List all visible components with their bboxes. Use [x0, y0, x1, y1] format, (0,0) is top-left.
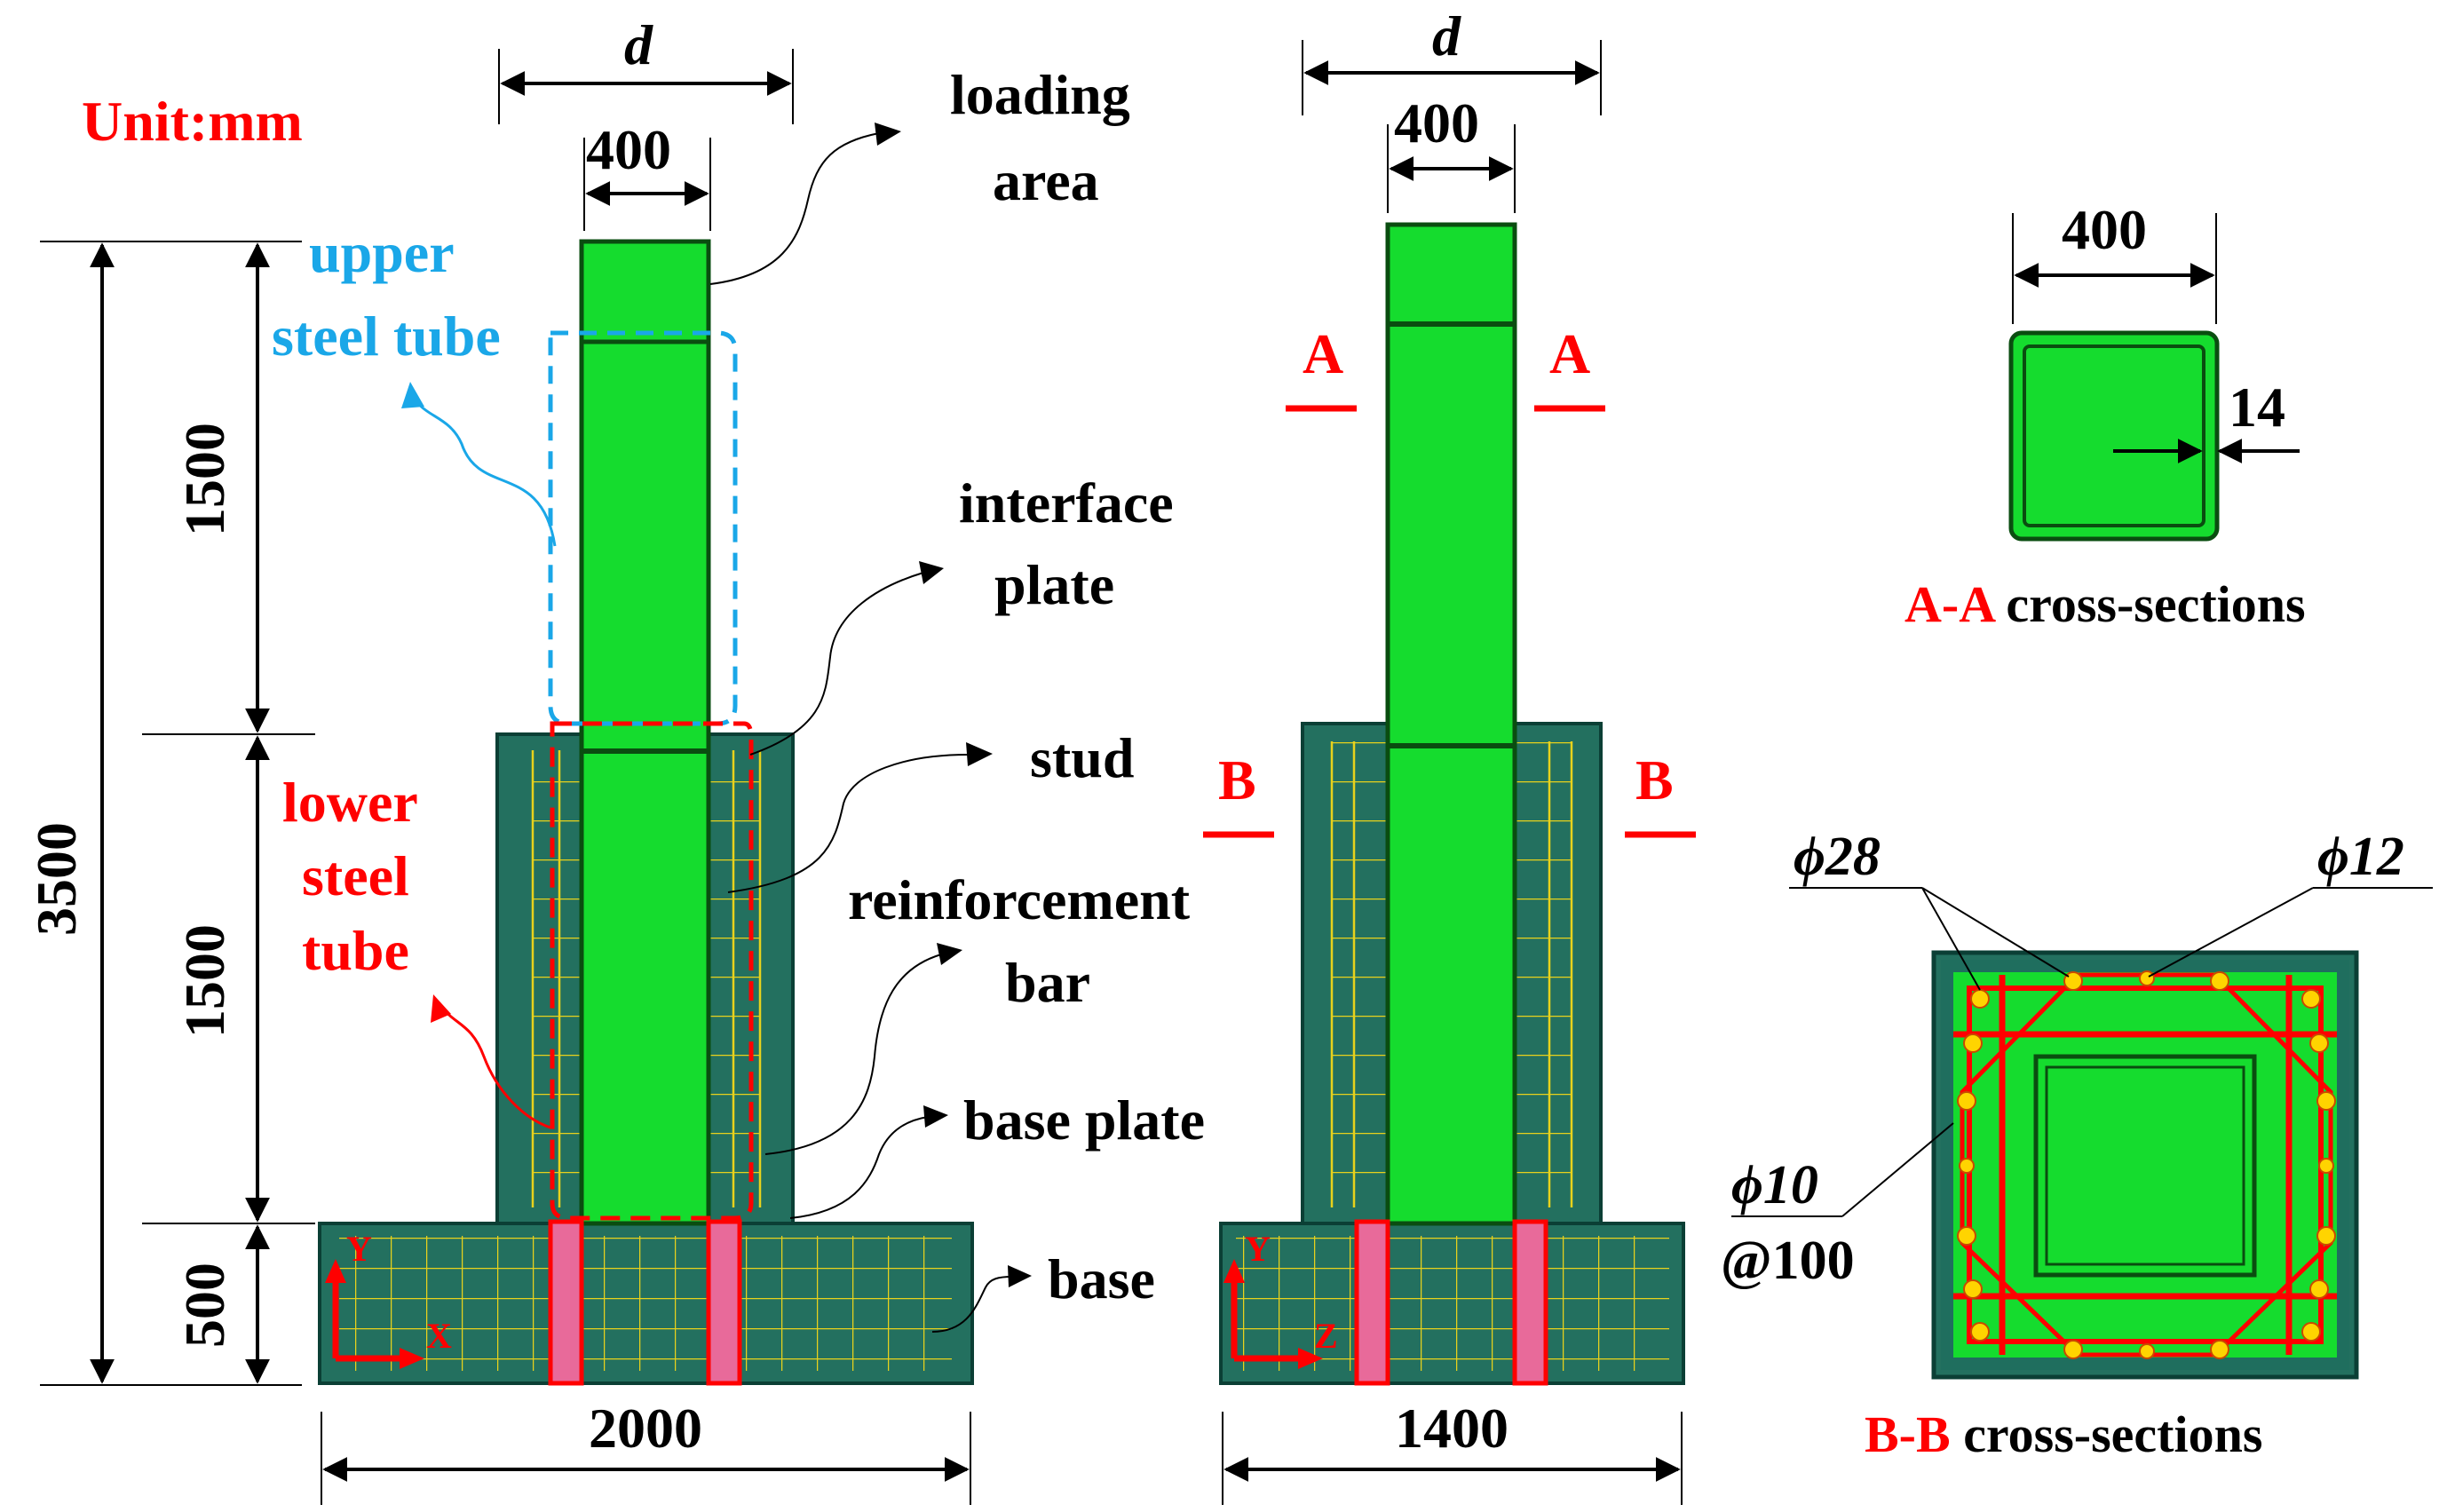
upper-tube-label-1: upper: [309, 221, 455, 284]
anchor-plate-left: [548, 1219, 584, 1386]
base-plate-label: base plate: [963, 1088, 1205, 1152]
loading-area-label-1: loading: [950, 63, 1130, 126]
dim-tube-zy: 400: [1394, 91, 1479, 154]
section-a-left: A: [1303, 322, 1343, 385]
interface-plate-label-1: interface: [959, 471, 1174, 534]
dim-tube-xy: 400: [586, 118, 671, 181]
lower-tube-outline: [550, 721, 754, 1221]
axis-z-label: Z: [1314, 1316, 1338, 1356]
base-rebar-grid: [339, 1236, 952, 1371]
axis-x-label: X: [426, 1316, 452, 1356]
section-a-right: A: [1549, 322, 1590, 385]
dim-d-xy: d: [624, 13, 653, 76]
dim-base: 500: [173, 1263, 236, 1348]
upper-tube-outline: [548, 330, 738, 726]
dim-aa-thickness: 14: [2229, 376, 2285, 439]
steel-tube-zy: [1385, 222, 1517, 1226]
elevation-zy: Y Z A A B B: [1203, 222, 1696, 1386]
unit-note: Unit:mm: [82, 90, 303, 153]
elevation-xy: Y X: [318, 239, 974, 1386]
dim-width-zy: 1400: [1395, 1397, 1509, 1460]
lower-tube-label-3: tube: [302, 919, 409, 982]
section-aa: 400 14 A-A cross-sections: [1904, 198, 2306, 633]
upper-tube-label-2: steel tube: [272, 305, 501, 368]
lower-tube-label-2: steel: [302, 844, 409, 907]
axis-xy: Y X: [325, 1229, 452, 1369]
elevation-zy-dimensions: d 400 1400: [1222, 4, 1683, 1505]
axis-y-label: Y: [346, 1229, 372, 1269]
bar-large-label: ϕ28: [1794, 827, 1881, 887]
interface-plate-label-2: plate: [994, 553, 1114, 616]
loading-area-label-2: area: [993, 149, 1099, 212]
dim-total: 3500: [25, 822, 88, 936]
dim-d-zy: d: [1432, 4, 1461, 67]
section-bb: ϕ28 ϕ12 ϕ10 @100 B-B cross-sections: [1721, 827, 2433, 1463]
anchor-plate-right: [706, 1219, 742, 1386]
base-label: base: [1048, 1247, 1155, 1310]
axis-y-label-zy: Y: [1245, 1229, 1271, 1269]
section-aa-tube: [2008, 330, 2220, 542]
stirrup-label-1: ϕ10: [1731, 1155, 1818, 1215]
dim-upper: 1500: [173, 423, 236, 536]
section-aa-caption: A-A cross-sections: [1904, 575, 2306, 633]
reinforcement-bar-label-2: bar: [1005, 951, 1090, 1014]
section-b-right: B: [1635, 748, 1674, 811]
lower-tube-label-1: lower: [282, 771, 418, 834]
stirrup-label-2: @100: [1721, 1231, 1855, 1291]
dim-width-xy: 2000: [589, 1397, 702, 1460]
axis-zy: Y Z: [1223, 1229, 1338, 1369]
steel-tube-xy: [579, 239, 711, 1226]
section-b-left: B: [1218, 748, 1256, 811]
bar-small-label: ϕ12: [2317, 827, 2404, 887]
reinforcement-bar-label-1: reinforcement: [848, 868, 1191, 931]
elevation-xy-dimensions: d 400 3500 1500 1500 500 2000: [25, 13, 971, 1505]
dim-aa-width: 400: [2062, 198, 2147, 261]
dim-lower: 1500: [173, 924, 236, 1038]
callouts: upper steel tube lower steel tube loadin…: [272, 63, 1205, 1333]
section-bb-tube: [2033, 1054, 2257, 1278]
stud-label: stud: [1030, 726, 1134, 789]
section-bb-caption: B-B cross-sections: [1865, 1405, 2262, 1463]
